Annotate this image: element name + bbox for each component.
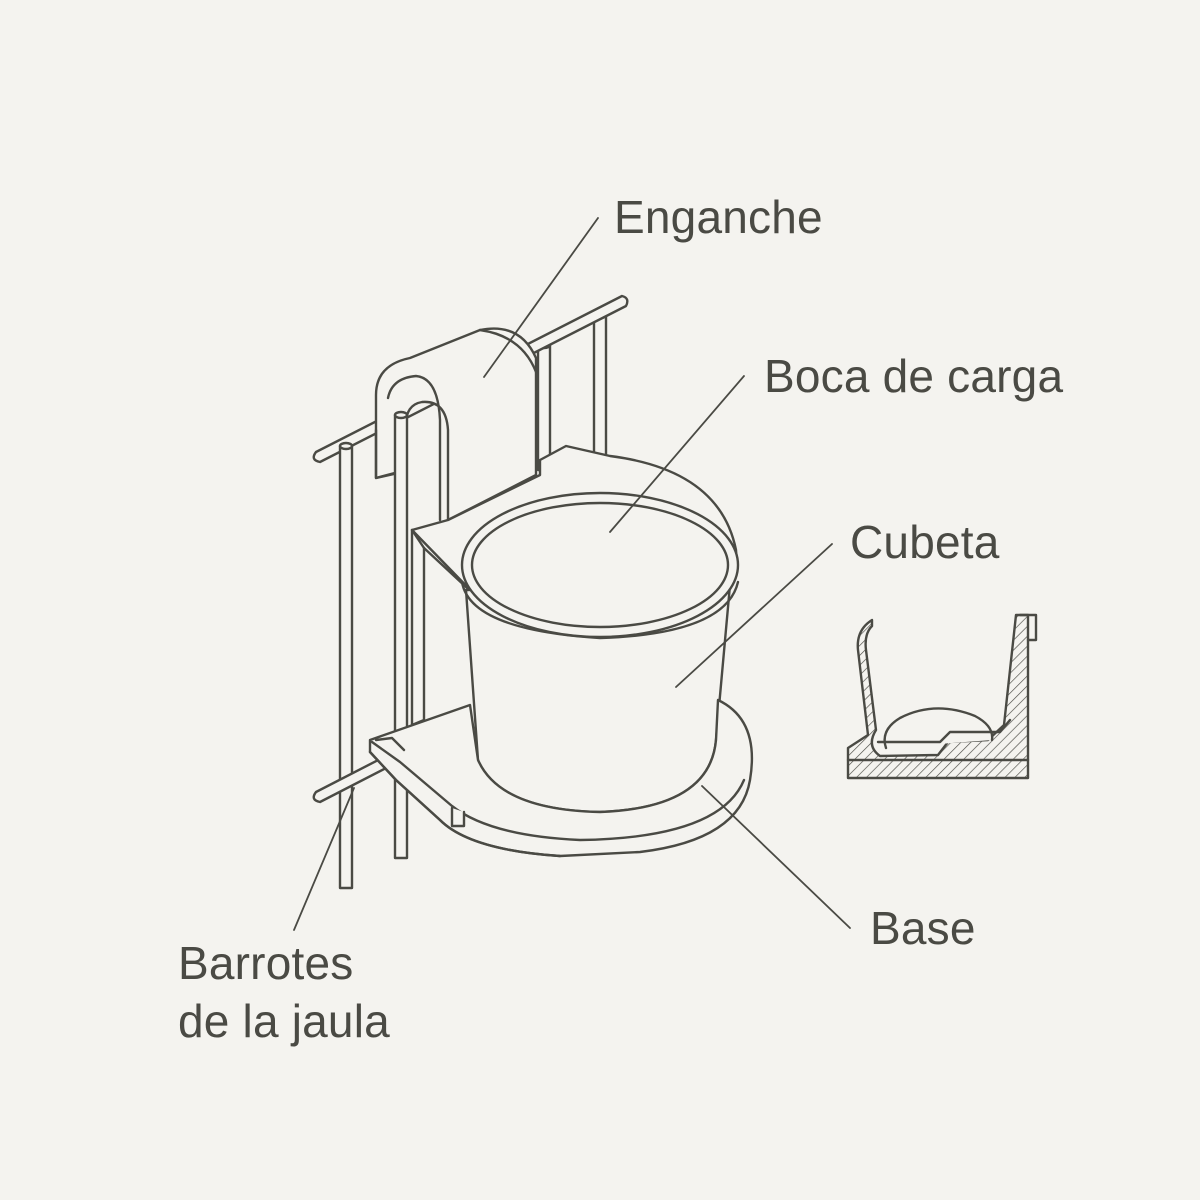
cross-section-inset — [846, 613, 1038, 780]
cage-bars-front — [338, 410, 409, 890]
leader-barrotes — [293, 787, 355, 931]
bucket — [460, 491, 740, 814]
label-enganche: Enganche — [614, 191, 823, 243]
leader-base — [701, 785, 851, 929]
leader-cubeta — [675, 543, 833, 688]
leader-enganche — [483, 217, 599, 378]
label-barrotes-de-la-jaula: Barrotes de la jaula — [178, 934, 390, 1050]
base-plate — [368, 698, 754, 858]
label-cubeta: Cubeta — [850, 516, 1000, 568]
label-base: Base — [870, 902, 976, 954]
leader-lines — [293, 217, 851, 931]
label-boca-de-carga: Boca de carga — [764, 350, 1064, 402]
label-barrotes-line2: de la jaula — [178, 995, 390, 1047]
hook-clip — [374, 327, 538, 522]
leader-boca — [609, 375, 745, 533]
label-barrotes-line1: Barrotes — [178, 937, 354, 989]
